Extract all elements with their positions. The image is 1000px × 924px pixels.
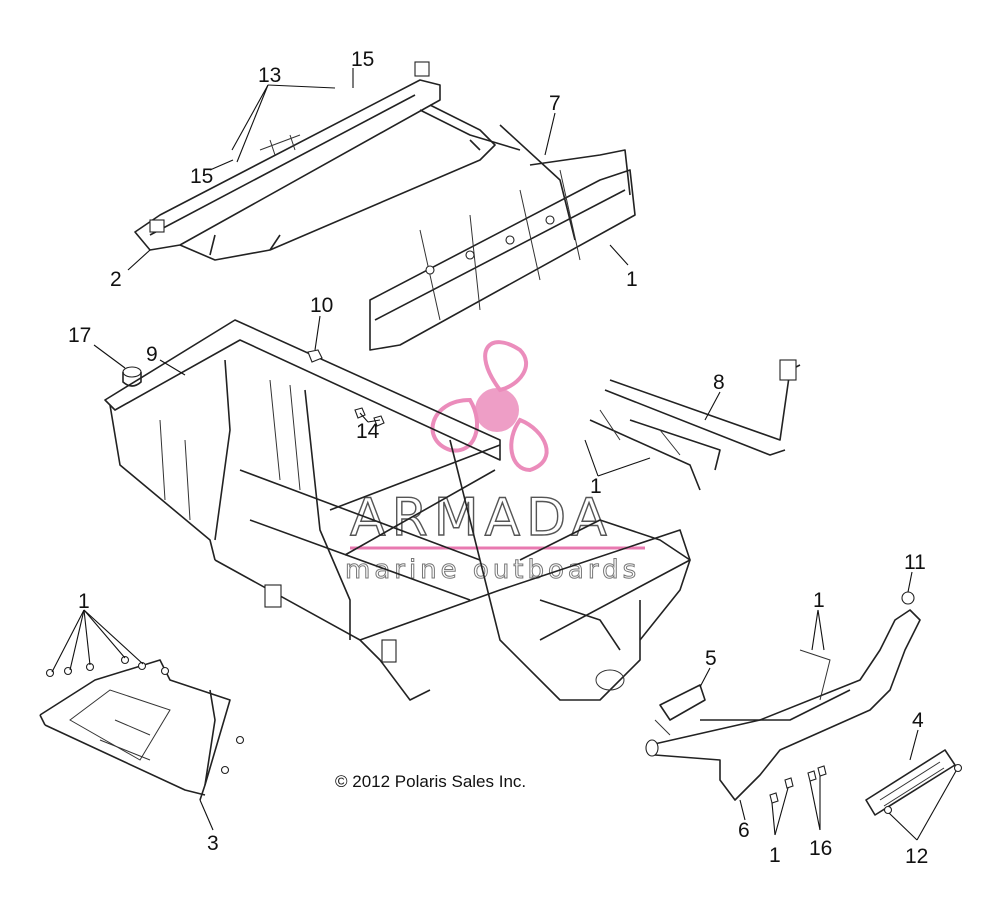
callout-15: 15: [190, 165, 213, 188]
callout-4: 4: [912, 709, 924, 732]
callout-15: 15: [351, 48, 374, 71]
callout-17: 17: [68, 324, 91, 347]
callout-10: 10: [310, 294, 333, 317]
callout-16: 16: [809, 837, 832, 860]
watermark-logo: [430, 340, 549, 473]
part-11-plug: [901, 591, 915, 605]
part-16-fasteners: [769, 765, 827, 804]
callout-2: 2: [110, 268, 122, 291]
callout-7: 7: [549, 92, 561, 115]
part-3-floor-frame: [39, 655, 245, 801]
part-6-front-bumper: [645, 609, 921, 801]
callout-3: 3: [207, 832, 219, 855]
watermark-subtitle: marine outboards: [345, 555, 640, 585]
part-10-nut: [307, 349, 323, 363]
callout-1: 1: [78, 590, 90, 613]
part-8-rear-subframe: [589, 359, 801, 491]
callout-14: 14: [356, 420, 380, 443]
leader-lines: [51, 68, 957, 841]
part-9-main-frame: [104, 319, 691, 701]
part-17-cap: [122, 366, 142, 387]
callout-13: 13: [258, 64, 281, 87]
callout-12: 12: [905, 845, 928, 868]
part-2-roof-frame: [134, 61, 496, 261]
callout-6: 6: [738, 819, 750, 842]
callout-1: 1: [769, 844, 781, 867]
part-4-grille: [865, 749, 956, 816]
watermark-title: ARMADA: [350, 488, 613, 548]
part-12-fasteners: [883, 763, 963, 815]
callout-9: 9: [146, 343, 158, 366]
callout-labels: 15 13 15 2 7 1 17 9 10 14 8 1 1 11 1 5 4…: [68, 48, 928, 868]
callout-5: 5: [705, 647, 717, 670]
callout-1: 1: [813, 589, 825, 612]
copyright-notice: © 2012 Polaris Sales Inc.: [335, 772, 526, 791]
callout-8: 8: [713, 371, 725, 394]
callout-11: 11: [904, 551, 926, 574]
part-5-bracket: [654, 684, 706, 736]
callout-1: 1: [590, 475, 602, 498]
callout-1: 1: [626, 268, 638, 291]
part-7-bed-frame: [369, 109, 636, 351]
